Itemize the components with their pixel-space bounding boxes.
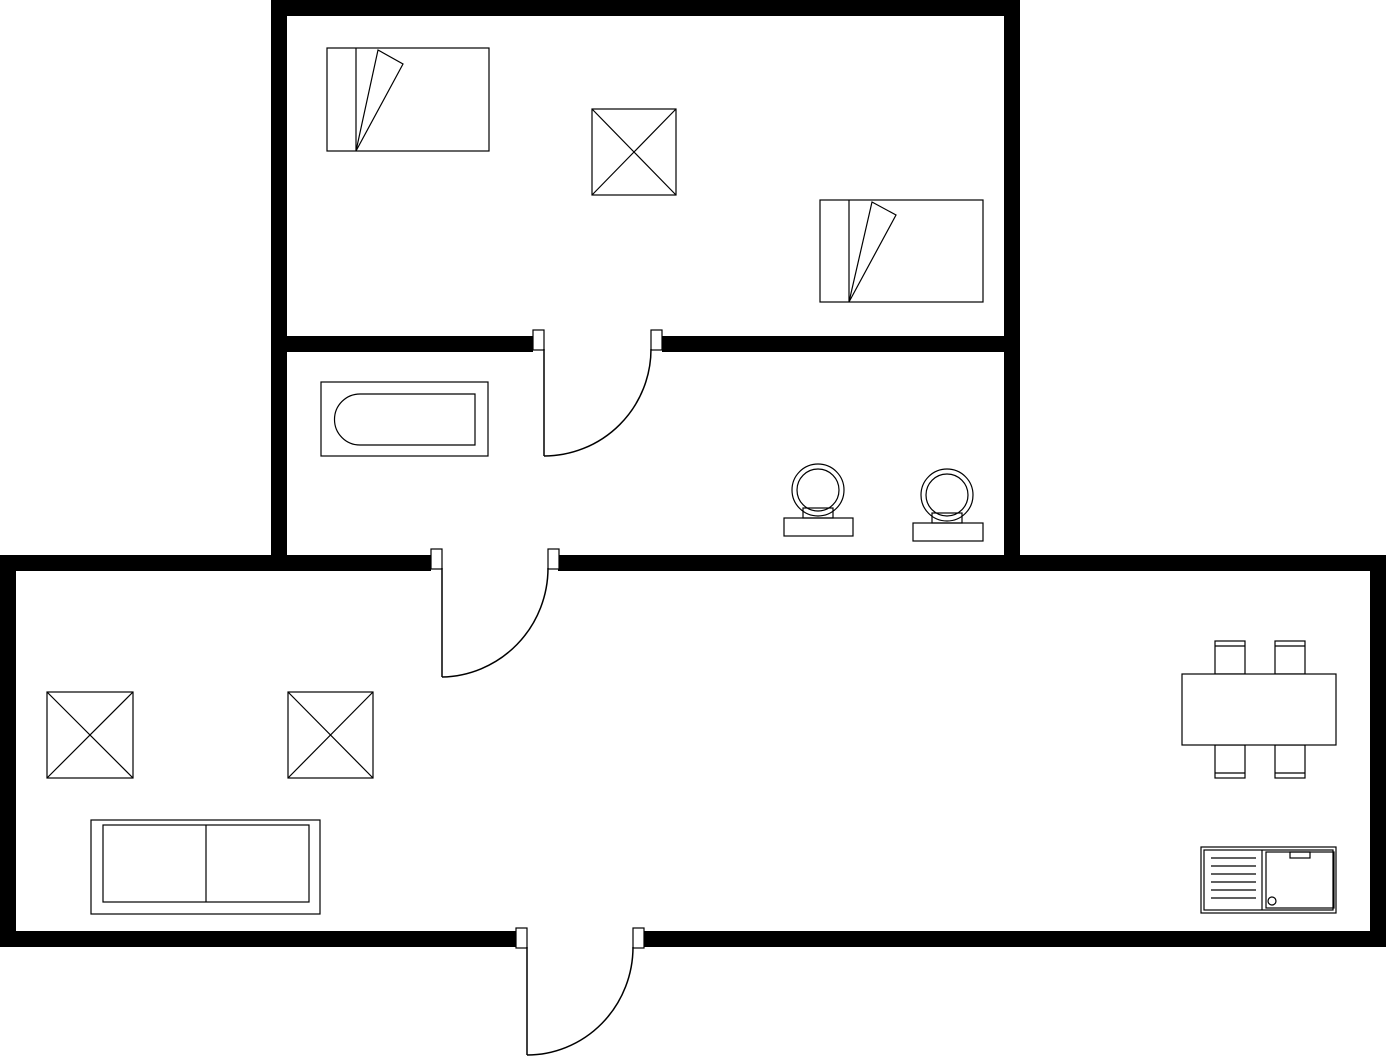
wall-upper-left bbox=[271, 0, 287, 556]
toilet-tank bbox=[783, 517, 854, 537]
door-jamb-right bbox=[650, 329, 663, 351]
wall-living-bottom-right bbox=[642, 931, 1386, 947]
chair-icon bbox=[1214, 640, 1246, 675]
lamp-box bbox=[287, 691, 374, 779]
stove-handle bbox=[1289, 851, 1311, 859]
door-icon bbox=[532, 329, 663, 457]
door-jamb-left bbox=[430, 548, 443, 570]
living-kitchen bbox=[46, 640, 1337, 915]
bed-icon bbox=[819, 199, 984, 303]
bed-icon bbox=[326, 47, 490, 152]
toilet-neck bbox=[931, 512, 963, 524]
lamp-icon bbox=[287, 691, 374, 779]
stove-outer bbox=[1200, 846, 1337, 914]
door-jamb-right bbox=[632, 927, 645, 949]
wall-living-right bbox=[1370, 555, 1386, 947]
door-jamb-left bbox=[532, 329, 545, 351]
toilet-icon bbox=[783, 463, 854, 537]
sofa-frame bbox=[90, 819, 321, 915]
toilet-bowl-inner bbox=[925, 473, 969, 517]
bathtub-icon bbox=[320, 381, 489, 457]
toilet-bowl-inner bbox=[796, 468, 840, 512]
lamp-icon bbox=[46, 691, 134, 779]
stove-knob bbox=[1267, 896, 1277, 906]
wall-bedroom-bathroom-left bbox=[271, 336, 533, 352]
wall-living-bottom-left bbox=[0, 931, 517, 947]
wall-bedroom-bathroom-right bbox=[662, 336, 1020, 352]
toilet-tank bbox=[912, 522, 984, 542]
dining-table-top bbox=[1181, 673, 1337, 746]
wall-upper-right bbox=[1004, 0, 1020, 556]
dining-table-icon bbox=[1181, 640, 1337, 779]
wall-upper-top bbox=[271, 0, 1020, 16]
chair-icon bbox=[1274, 744, 1306, 779]
lamp-cross-b bbox=[287, 691, 374, 779]
door-swing-arc bbox=[526, 946, 634, 1056]
stove-inner bbox=[1203, 849, 1334, 911]
lamp-box bbox=[46, 691, 134, 779]
bathtub-basin bbox=[333, 393, 476, 446]
toilet-neck bbox=[802, 507, 834, 519]
wall-living-left bbox=[0, 555, 16, 947]
lamp-cross-b bbox=[46, 691, 134, 779]
bathtub-outer bbox=[320, 381, 489, 457]
bed-frame bbox=[326, 47, 490, 152]
wall-living-top-left bbox=[0, 555, 431, 571]
door-jamb-left bbox=[515, 927, 528, 949]
toilet-icon bbox=[912, 468, 984, 542]
door-jamb-right bbox=[547, 548, 560, 570]
walls bbox=[0, 0, 1386, 947]
bedroom bbox=[326, 47, 984, 303]
bed-frame bbox=[819, 199, 984, 303]
door-swing-arc bbox=[543, 348, 652, 457]
door-swing-arc bbox=[441, 567, 549, 678]
bed-blanket-fold bbox=[355, 49, 404, 152]
sofa-icon bbox=[90, 819, 321, 915]
chair-icon bbox=[1274, 640, 1306, 675]
bed-blanket-fold bbox=[848, 201, 897, 303]
door-icon bbox=[430, 548, 560, 678]
door-icon bbox=[515, 927, 645, 1056]
toilet-bowl-outer bbox=[791, 463, 845, 517]
lamp-box bbox=[591, 108, 677, 196]
wall-living-top-right bbox=[558, 555, 1386, 571]
bathroom bbox=[320, 381, 984, 542]
lamp-cross-b bbox=[591, 108, 677, 196]
stove-icon bbox=[1200, 846, 1337, 914]
chair-icon bbox=[1214, 744, 1246, 779]
lamp-icon bbox=[591, 108, 677, 196]
toilet-bowl-outer bbox=[920, 468, 974, 522]
